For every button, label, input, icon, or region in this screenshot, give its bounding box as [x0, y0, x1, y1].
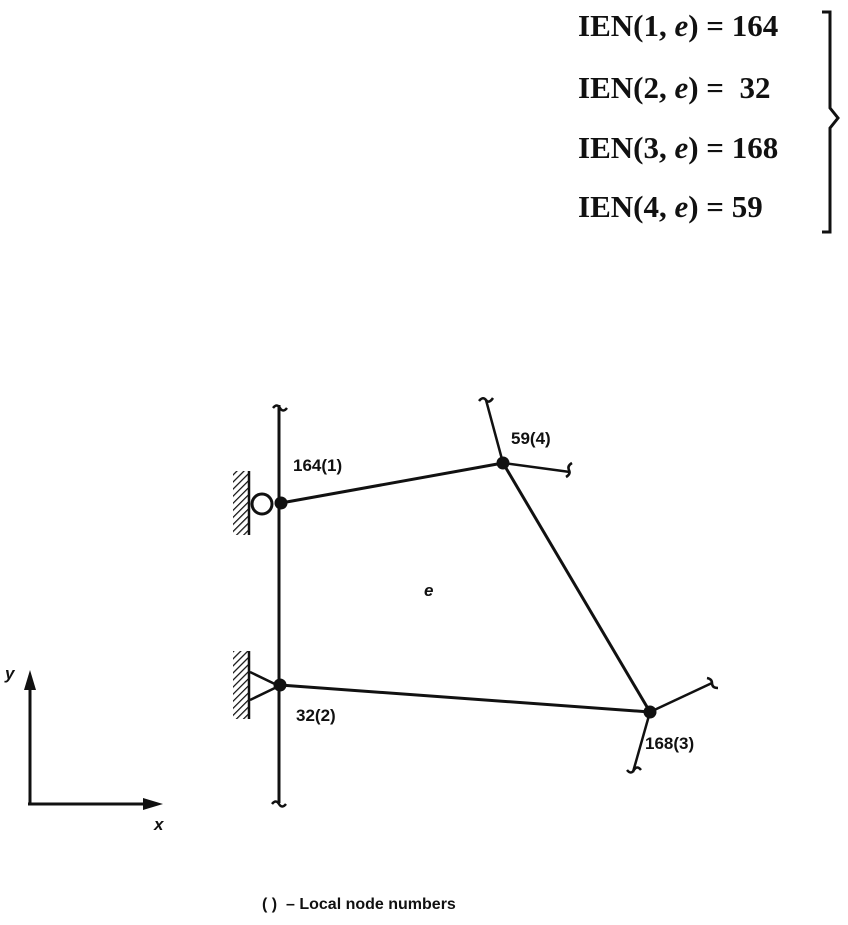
stub-59-right	[502, 461, 571, 474]
node-label-59: 59(4)	[511, 429, 551, 448]
ien-row-3: IEN(3, e) = 168	[578, 130, 779, 165]
legend: ( ) – Local node numbers	[262, 896, 456, 914]
x-axis-label: x	[154, 815, 164, 834]
stub-59-up	[484, 399, 505, 464]
edge-164-59	[280, 461, 504, 505]
legend-text: – Local node numbers	[286, 896, 456, 913]
ien-brace	[822, 10, 840, 234]
node-label-168: 168(3)	[645, 734, 695, 753]
roller-icon	[250, 492, 274, 516]
pin-support-hatch	[233, 651, 249, 719]
node-label-164: 164(1)	[293, 456, 343, 475]
y-axis-arrow-icon	[24, 670, 36, 690]
y-axis-label: y	[5, 664, 15, 683]
ien-row-1: IEN(1, e) = 164	[578, 8, 779, 43]
element-label: e	[424, 581, 434, 600]
edge-59-168	[501, 462, 652, 713]
node-32	[273, 678, 287, 692]
boundary-break-bottom	[271, 800, 287, 808]
legend-symbol: ( )	[262, 896, 278, 913]
node-label-32: 32(2)	[296, 706, 336, 725]
ien-row-2: IEN(2, e) = 32	[578, 70, 771, 105]
node-164	[274, 496, 288, 510]
node-59	[496, 456, 510, 470]
stub-168-down	[631, 711, 652, 773]
edge-168-32	[279, 683, 651, 714]
boundary-break-top	[272, 404, 288, 412]
node-168	[643, 705, 657, 719]
ien-row-4: IEN(4, e) = 59	[578, 189, 763, 224]
stub-168-right	[649, 681, 713, 714]
x-axis-arrow-icon	[143, 798, 163, 810]
roller-support-hatch	[233, 471, 249, 535]
